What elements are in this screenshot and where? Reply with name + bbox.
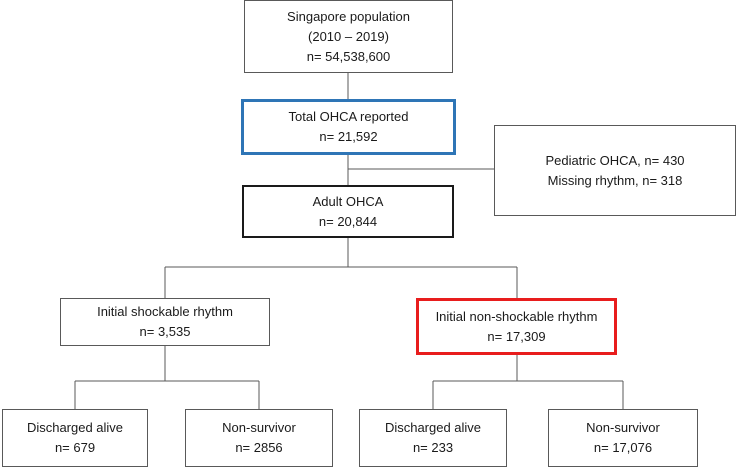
exclusion-box: Pediatric OHCA, n= 430 Missing rhythm, n… [494, 125, 736, 216]
shockable-non-survivor-label: Non-survivor [222, 420, 296, 435]
shockable-discharged-alive-box: Discharged alive n= 679 [2, 409, 148, 467]
population-label: Singapore population [287, 8, 410, 24]
adult-ohca-box: Adult OHCA n= 20,844 [242, 185, 454, 238]
total-ohca-box: Total OHCA reported n= 21,592 [241, 99, 456, 155]
shockable-label: Initial shockable rhythm [97, 304, 233, 319]
total-ohca-count: n= 21,592 [319, 129, 378, 144]
shockable-non-survivor-count: n= 2856 [235, 440, 283, 455]
shockable-discharged-alive-label: Discharged alive [26, 420, 124, 435]
non-shockable-non-survivor-label: Non-survivor [586, 420, 660, 435]
shockable-rhythm-box: Initial shockable rhythm n= 3,535 [60, 298, 270, 346]
total-ohca-label: Total OHCA reported [288, 109, 409, 124]
shockable-count: n= 3,535 [139, 324, 191, 339]
non-shockable-discharged-alive-label: Discharged alive [384, 420, 482, 435]
non-shockable-rhythm-box: Initial non-shockable rhythm n= 17,309 [416, 298, 617, 355]
population-years: (2010 – 2019) [308, 28, 389, 44]
non-shockable-discharged-alive-count: n= 233 [412, 440, 454, 455]
population-box: Singapore population (2010 – 2019) n= 54… [244, 0, 453, 73]
exclusion-missing-rhythm: Missing rhythm, n= 318 [547, 172, 683, 188]
non-shockable-count: n= 17,309 [487, 328, 546, 344]
shockable-non-survivor-box: Non-survivor n= 2856 [185, 409, 333, 467]
exclusion-pediatric: Pediatric OHCA, n= 430 [545, 152, 685, 168]
adult-ohca-count: n= 20,844 [318, 213, 378, 229]
population-count: n= 54,538,600 [306, 48, 391, 64]
adult-ohca-label: Adult OHCA [312, 193, 384, 209]
non-shockable-label: Initial non-shockable rhythm [435, 308, 598, 324]
non-shockable-non-survivor-count: n= 17,076 [593, 440, 653, 455]
non-shockable-discharged-alive-box: Discharged alive n= 233 [359, 409, 507, 467]
non-shockable-non-survivor-box: Non-survivor n= 17,076 [548, 409, 698, 467]
shockable-discharged-alive-count: n= 679 [54, 440, 96, 455]
